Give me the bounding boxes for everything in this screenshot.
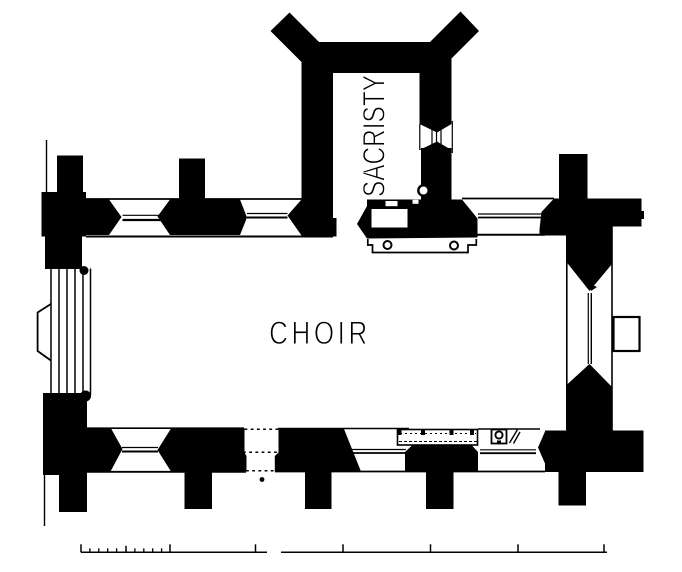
svg-text:CHOIR: CHOIR [269, 315, 371, 351]
svg-text:SACRISTY: SACRISTY [355, 75, 391, 197]
